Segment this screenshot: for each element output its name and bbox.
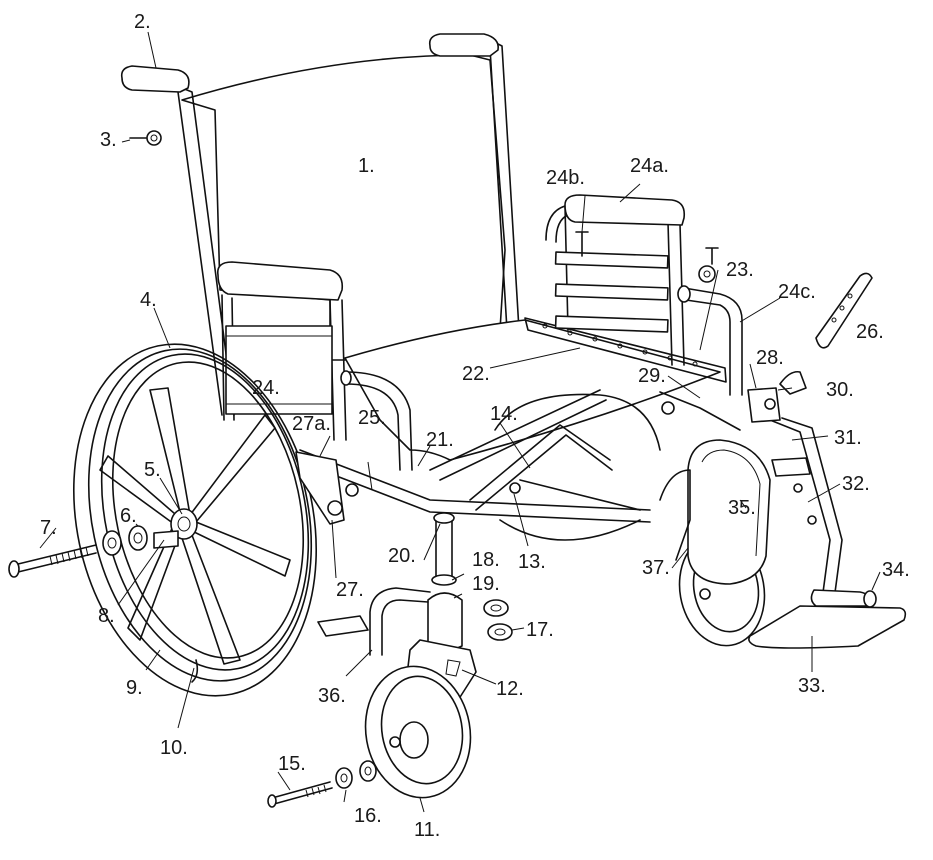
axle-bolt bbox=[13, 544, 97, 574]
legrest-assembly bbox=[494, 272, 907, 649]
heel-strap-lever bbox=[815, 272, 873, 349]
callout-21: 21. bbox=[426, 429, 454, 451]
bearing-6b bbox=[128, 525, 148, 551]
callout-18: 18. bbox=[472, 549, 500, 571]
caster-axle-bolt bbox=[271, 781, 333, 805]
callout-32: 32. bbox=[842, 473, 870, 495]
callout-7: 7. bbox=[40, 517, 57, 539]
armrest-left bbox=[216, 261, 413, 471]
callout-labels: 1. 2. 3. 4. 5. 6. 7. 8. 9. 10. 11. 12. 1… bbox=[40, 11, 910, 841]
callout-31: 31. bbox=[834, 427, 862, 449]
push-handle-grip-right bbox=[428, 33, 500, 57]
callout-10: 10. bbox=[160, 737, 188, 759]
callout-28: 28. bbox=[756, 347, 784, 369]
footplate bbox=[748, 605, 907, 649]
callout-12: 12. bbox=[496, 678, 524, 700]
caster-bearing-b bbox=[487, 623, 513, 641]
callout-1: 1. bbox=[358, 155, 375, 177]
callout-23: 23. bbox=[726, 259, 754, 281]
armrest-pad-right bbox=[564, 194, 686, 226]
callout-2: 2. bbox=[134, 11, 151, 33]
callout-5: 5. bbox=[144, 459, 161, 481]
callout-24: 24. bbox=[252, 377, 280, 399]
axle-assembly bbox=[8, 525, 148, 578]
callout-4: 4. bbox=[140, 289, 157, 311]
callout-15: 15. bbox=[278, 753, 306, 775]
seat-rail-holes bbox=[542, 323, 698, 367]
callout-19: 19. bbox=[472, 573, 500, 595]
callout-34: 34. bbox=[882, 559, 910, 581]
callout-16: 16. bbox=[354, 805, 382, 827]
bearing-6a bbox=[102, 530, 122, 556]
caster-spacer-a bbox=[335, 767, 353, 789]
callout-27a: 27a. bbox=[292, 413, 331, 435]
caster-bearing-a bbox=[483, 599, 509, 617]
armrest-pad-left bbox=[216, 261, 344, 301]
back-upholstery bbox=[181, 54, 506, 361]
callout-17: 17. bbox=[526, 619, 554, 641]
callout-36: 36. bbox=[318, 685, 346, 707]
front-wheel bbox=[364, 665, 472, 799]
callout-11: 11. bbox=[414, 819, 440, 841]
armrest-tube-24c bbox=[683, 287, 743, 396]
callout-9: 9. bbox=[126, 677, 143, 699]
callout-8: 8. bbox=[98, 605, 115, 627]
leader-lines bbox=[39, 31, 881, 813]
callout-26: 26. bbox=[856, 321, 884, 343]
calf-pad bbox=[687, 439, 771, 585]
callout-24a: 24a. bbox=[630, 155, 669, 177]
callout-33: 33. bbox=[798, 675, 826, 697]
axle-bushing bbox=[153, 530, 179, 549]
push-handle-grip-left bbox=[120, 65, 190, 93]
callout-37: 37. bbox=[642, 557, 670, 579]
callout-29: 29. bbox=[638, 365, 666, 387]
callout-3: 3. bbox=[100, 129, 117, 151]
caster-assembly bbox=[267, 512, 513, 808]
hand-rim bbox=[72, 343, 318, 697]
cross-brace bbox=[299, 389, 651, 523]
hand-rim-tab bbox=[191, 659, 199, 683]
callout-14: 14. bbox=[490, 403, 518, 425]
callout-24b: 24b. bbox=[546, 167, 585, 189]
callout-27: 27. bbox=[336, 579, 364, 601]
callout-22: 22. bbox=[462, 363, 490, 385]
armrest-right bbox=[545, 194, 743, 396]
caster-spacer-b bbox=[359, 760, 377, 782]
callout-20: 20. bbox=[388, 545, 416, 567]
screw-23 bbox=[698, 247, 719, 283]
screw-3 bbox=[129, 130, 162, 146]
callout-35: 35. bbox=[728, 497, 756, 519]
callout-30: 30. bbox=[826, 379, 854, 401]
callout-24c: 24c. bbox=[778, 281, 816, 303]
callout-13: 13. bbox=[518, 551, 546, 573]
callout-6: 6. bbox=[120, 505, 137, 527]
callout-25: 25. bbox=[358, 407, 386, 429]
